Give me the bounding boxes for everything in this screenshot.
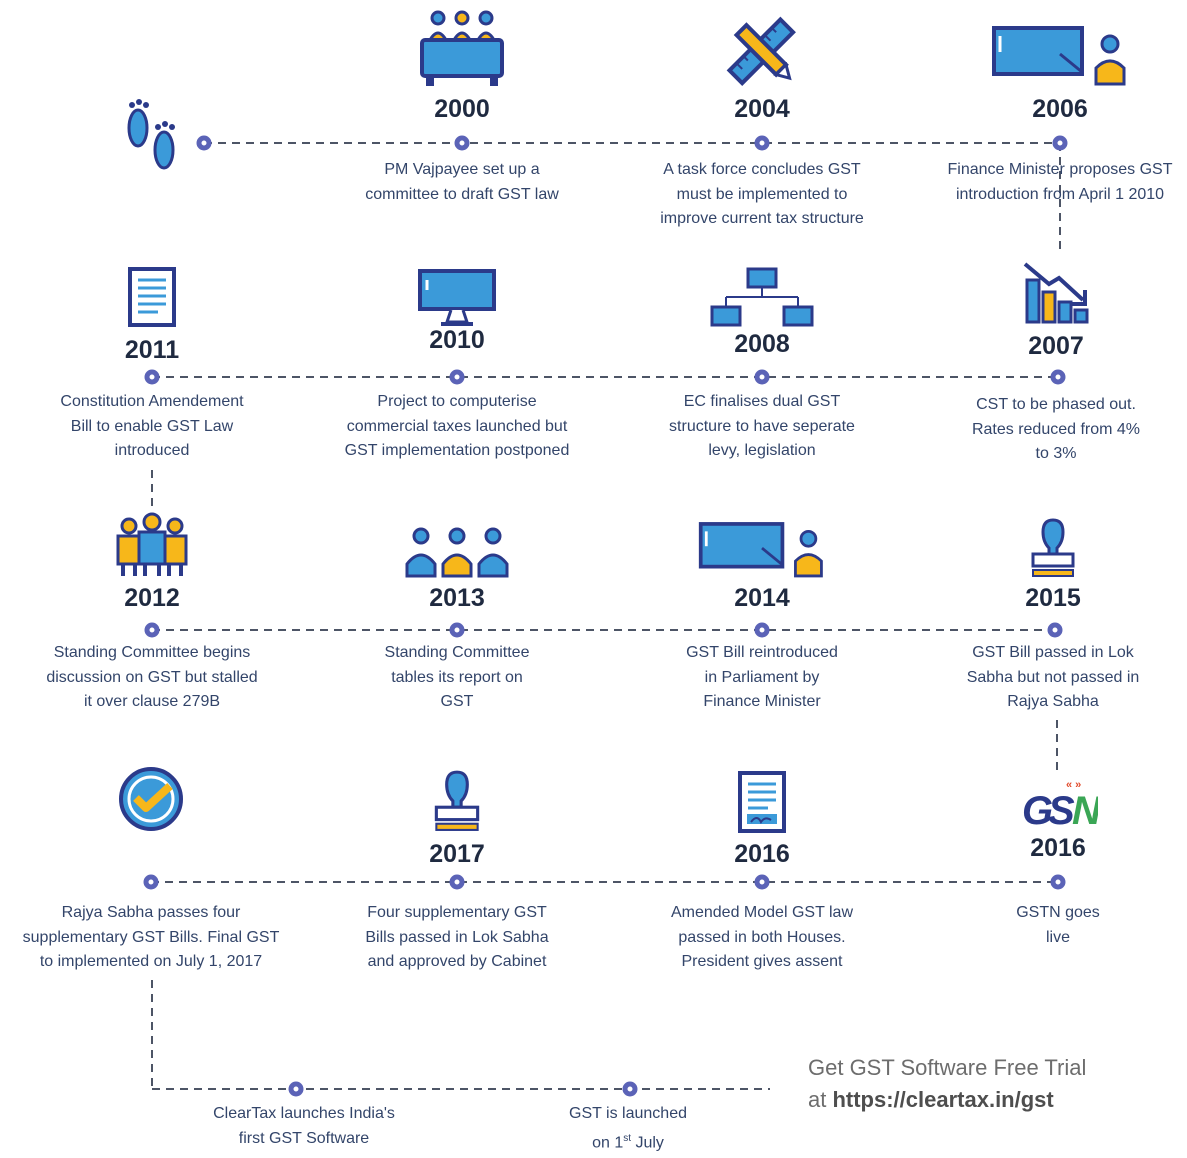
event-description: GST is launched on 1st July bbox=[569, 1105, 687, 1151]
event-year: 2016 bbox=[734, 840, 790, 868]
timeline-dot bbox=[754, 135, 770, 151]
presentation-icon bbox=[985, 24, 1135, 104]
timeline-dot bbox=[1050, 369, 1066, 385]
timeline-dot bbox=[454, 135, 470, 151]
svg-text:N: N bbox=[1072, 789, 1098, 830]
timeline-dot bbox=[449, 369, 465, 385]
timeline-dot bbox=[449, 874, 465, 890]
timeline-dot bbox=[754, 874, 770, 890]
hierarchy-diagram-icon bbox=[707, 266, 817, 346]
three-people-icon bbox=[402, 526, 512, 606]
timeline-dot bbox=[449, 622, 465, 638]
event-description: CST to be phased out.Rates reduced from … bbox=[971, 396, 1141, 462]
event-year: 2016 bbox=[1030, 834, 1086, 862]
timeline-dot bbox=[288, 1081, 304, 1097]
promo-url-link[interactable]: https://cleartax.in/gst bbox=[832, 1087, 1054, 1112]
promo-link-line: at https://cleartax.in/gst bbox=[808, 1087, 1054, 1112]
document-icon bbox=[97, 266, 207, 346]
checkmark-badge-icon bbox=[96, 764, 206, 844]
event-year: 2004 bbox=[734, 95, 790, 123]
event-year: 2010 bbox=[429, 326, 485, 354]
event-year: 2000 bbox=[434, 95, 490, 123]
event-year: 2012 bbox=[124, 584, 180, 612]
svg-text:G: G bbox=[1022, 789, 1053, 830]
timeline-dot bbox=[622, 1081, 638, 1097]
computer-monitor-icon bbox=[402, 268, 512, 348]
timeline-dot bbox=[1052, 135, 1068, 151]
promo-headline: Get GST Software Free Trial bbox=[808, 1055, 1087, 1080]
event-year: 2006 bbox=[1032, 95, 1088, 123]
group-icon bbox=[97, 512, 207, 592]
timeline-event-2007: 2007 CST to be phased out.Rates reduced … bbox=[906, 260, 1187, 470]
svg-text:S: S bbox=[1048, 789, 1075, 830]
event-year: 2008 bbox=[734, 330, 790, 358]
event-year: 2013 bbox=[429, 584, 485, 612]
pencil-ruler-icon bbox=[707, 14, 817, 94]
timeline-dot bbox=[143, 874, 159, 890]
signed-document-icon bbox=[707, 770, 817, 850]
event-year: 2014 bbox=[734, 584, 790, 612]
committee-icon bbox=[407, 10, 517, 90]
timeline-event-gst-launch: GST is launched on 1st July bbox=[478, 1102, 778, 1158]
footprints-icon bbox=[127, 99, 175, 170]
promo-text: Get GST Software Free Trial at https://c… bbox=[808, 1052, 1086, 1116]
event-year: 2007 bbox=[1028, 332, 1084, 360]
declining-chart-icon bbox=[1001, 260, 1111, 340]
gstn-logo-icon: « » G S N bbox=[1003, 778, 1113, 858]
timeline-dot bbox=[1047, 622, 1063, 638]
event-year: 2015 bbox=[1025, 584, 1081, 612]
event-year: 2011 bbox=[124, 336, 180, 364]
presentation-icon bbox=[692, 518, 832, 598]
timeline-dot bbox=[1050, 874, 1066, 890]
event-year: 2017 bbox=[429, 840, 485, 868]
timeline-dot bbox=[144, 369, 160, 385]
timeline-dot bbox=[144, 622, 160, 638]
timeline-start-dot bbox=[196, 135, 212, 151]
stamp-icon bbox=[402, 768, 512, 848]
timeline-dot bbox=[754, 622, 770, 638]
timeline-dot bbox=[754, 369, 770, 385]
stamp-icon bbox=[998, 516, 1108, 596]
svg-text:« »: « » bbox=[1066, 779, 1081, 791]
